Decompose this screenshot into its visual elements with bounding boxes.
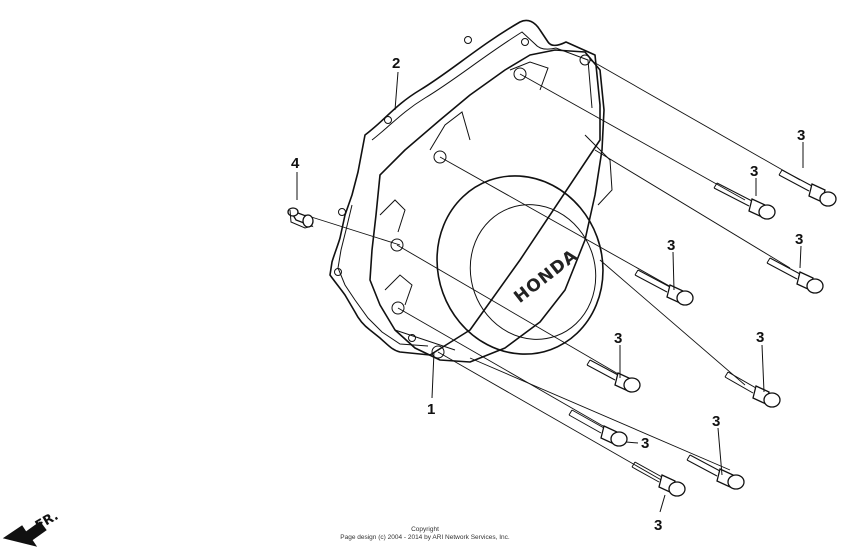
callout-bolt: 3	[750, 163, 758, 180]
bolt	[686, 454, 745, 490]
callout-bolt: 3	[641, 435, 649, 452]
callout-bolt: 3	[797, 127, 805, 144]
callout-bolt: 3	[667, 237, 675, 254]
callout-gasket: 2	[392, 55, 400, 72]
bolt	[634, 269, 694, 306]
bolt	[586, 359, 641, 393]
dowel-pin	[287, 207, 314, 229]
cover: HONDA	[369, 49, 613, 363]
callout-bolt: 3	[712, 413, 720, 430]
front-direction-arrow: FR.	[2, 509, 61, 547]
copyright-line-2: Page design (c) 2004 - 2014 by ARI Netwo…	[340, 534, 510, 541]
callout-bolt: 3	[795, 231, 803, 248]
bolt	[568, 409, 628, 447]
copyright-line-1: Copyright	[411, 526, 439, 533]
callout-bolt: 3	[756, 329, 764, 346]
bolt	[766, 257, 824, 294]
gasket	[329, 19, 601, 356]
bolt	[713, 182, 776, 220]
bolt	[724, 371, 781, 408]
front-direction-label: FR.	[33, 509, 61, 534]
leader-lines	[296, 71, 804, 513]
callout-dowel-pin: 4	[291, 155, 300, 172]
callouts: 2 4 1 3 3 3 3 3 3 3 3 3	[291, 55, 805, 534]
center-lines	[304, 59, 801, 486]
bolt	[778, 169, 837, 207]
callout-bolt: 3	[614, 330, 622, 347]
cover-logo: HONDA	[510, 246, 582, 308]
bolts	[568, 169, 837, 497]
bolt	[631, 461, 686, 497]
copyright-notice: Copyright Page design (c) 2004 - 2014 by…	[340, 526, 510, 541]
callout-bolt: 3	[654, 517, 662, 534]
callout-cover: 1	[427, 401, 435, 418]
